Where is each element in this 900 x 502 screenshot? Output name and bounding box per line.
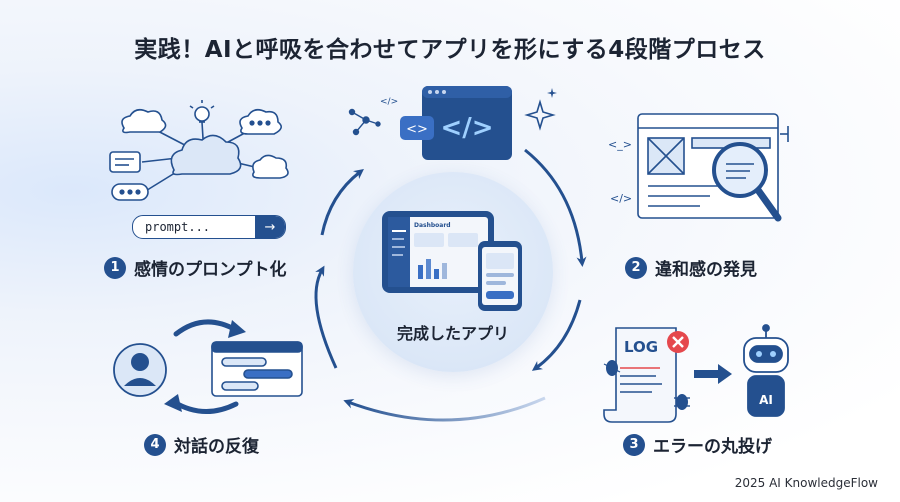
- arrow-bottom-right: [531, 299, 582, 371]
- step-2-text: 違和感の発見: [655, 260, 757, 280]
- step-1-label: 1 感情のプロンプト化: [104, 255, 287, 280]
- app-devices-illustration: Dashboard: [382, 211, 522, 311]
- code-glyph-tag: <_>: [608, 138, 632, 151]
- cloud-topleft: [121, 108, 167, 134]
- log-scroll: [603, 327, 677, 423]
- step-1-number: 1: [104, 256, 126, 279]
- wireframe-inspect-illustration: <_> </>: [608, 113, 789, 222]
- emotion-cloud-illustration: [109, 100, 289, 201]
- error-handoff-illustration: LOG AI: [603, 324, 789, 423]
- footer-credit: 2025 AI KnowledgeFlow: [734, 476, 878, 490]
- code-glyph-window: </>: [440, 113, 493, 143]
- sparkle-icon-large: [524, 99, 556, 131]
- arrow-top-left: [320, 168, 364, 236]
- dialogue-cycle-illustration: [113, 319, 303, 415]
- sparkle-icon-small: [547, 88, 557, 98]
- arrow-top-right: [524, 148, 587, 267]
- code-window: [422, 86, 512, 160]
- cloud-right: [252, 154, 289, 179]
- step-3-label: 3 エラーの丸投げ: [623, 432, 772, 457]
- arrow-bottom-left: [343, 396, 546, 422]
- code-bracket-badge: [400, 116, 434, 140]
- code-glyph-small: </>: [380, 97, 398, 107]
- network-nodes-icon: [348, 108, 381, 136]
- robot-ai-text: AI: [759, 393, 773, 407]
- code-glyph-brackets: <>: [406, 122, 428, 137]
- arrow-left: [314, 265, 338, 369]
- step-1-text: 感情のプロンプト化: [134, 260, 287, 280]
- prompt-text: prompt...: [145, 220, 211, 234]
- step-4-number: 4: [144, 433, 166, 456]
- log-text: LOG: [624, 338, 658, 356]
- step-4-label: 4 対話の反復: [144, 432, 259, 457]
- person-avatar-icon: [113, 343, 167, 397]
- bug-icon: [603, 360, 690, 410]
- step-4-text: 対話の反復: [174, 437, 259, 457]
- magnifier-icon: [712, 142, 782, 222]
- send-arrow-icon: →: [255, 216, 285, 238]
- chat-window-icon: [211, 341, 303, 397]
- step-2-label: 2 違和感の発見: [625, 255, 757, 280]
- arrow-to-robot-icon: [694, 364, 732, 384]
- step-3-number: 3: [623, 433, 645, 456]
- lightbulb-icon: [189, 100, 215, 123]
- step-3-text: エラーの丸投げ: [653, 437, 772, 457]
- error-x-icon: [667, 331, 689, 353]
- page-title: 実践！AIと呼吸を合わせてアプリを形にする4段階プロセス: [134, 37, 766, 63]
- step-2-number: 2: [625, 256, 647, 279]
- robot-icon: [743, 324, 789, 417]
- cloud-main: [170, 134, 242, 176]
- center-label: 完成したアプリ: [396, 324, 509, 343]
- dashboard-text: Dashboard: [414, 222, 451, 229]
- code-glyph-tag-lower: </>: [610, 192, 632, 205]
- code-window-illustration: </> <> </>: [348, 86, 557, 160]
- speech-bubble: [109, 151, 141, 173]
- prompt-input: prompt... →: [132, 215, 286, 239]
